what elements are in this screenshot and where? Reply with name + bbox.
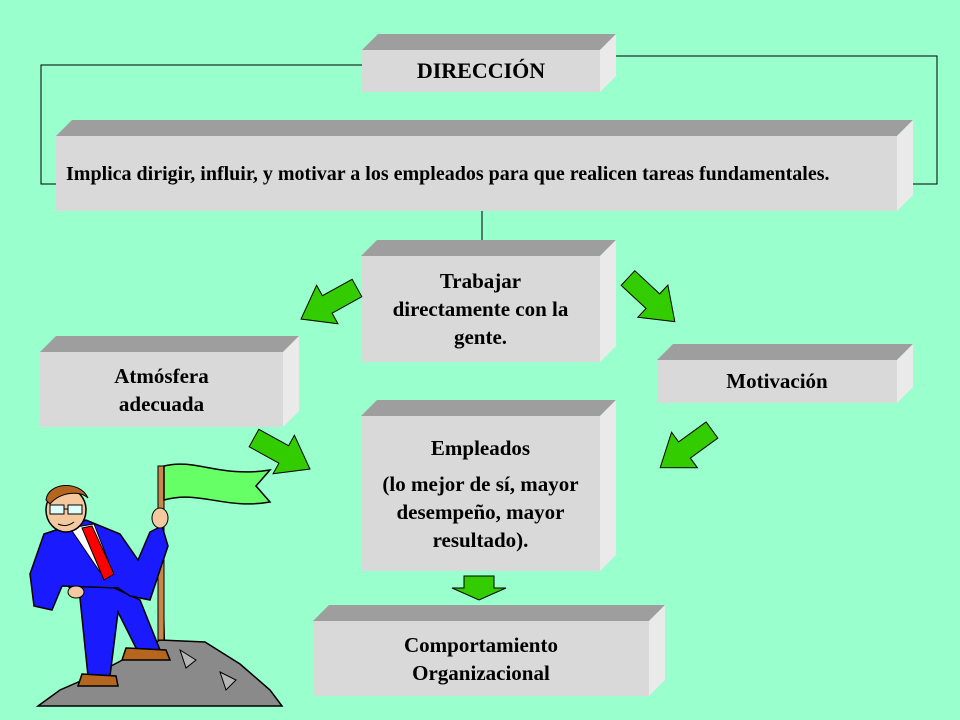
employees-body: (lo mejor de sí, mayor desempeño, mayor … bbox=[382, 471, 579, 552]
center-box-text: Trabajar directamente con la gente. bbox=[392, 269, 569, 349]
left-box-text: Atmósfera adecuada bbox=[114, 363, 209, 416]
green-arrow-icon bbox=[289, 268, 369, 339]
green-arrow-icon bbox=[646, 411, 726, 486]
center-box: Trabajar directamente con la gente. bbox=[361, 240, 616, 362]
left-box: Atmósfera adecuada bbox=[40, 336, 299, 427]
description-text: Implica dirigir, influir, y motivar a lo… bbox=[66, 162, 830, 185]
green-arrow-icon bbox=[612, 261, 691, 339]
green-down-arrow-icon bbox=[451, 575, 507, 601]
right-bracket-line bbox=[616, 55, 938, 185]
description-box: Implica dirigir, influir, y motivar a lo… bbox=[56, 120, 913, 211]
bottom-box: Comportamiento Organizacional bbox=[313, 605, 665, 696]
title-box: DIRECCIÓN bbox=[362, 34, 616, 92]
employees-box: Empleados (lo mejor de sí, mayor desempe… bbox=[361, 400, 616, 571]
businessman-with-flag-icon bbox=[29, 463, 284, 707]
left-bracket-line bbox=[40, 64, 362, 185]
right-box: Motivación bbox=[657, 344, 913, 403]
employees-heading: Empleados bbox=[430, 435, 531, 460]
bottom-box-text: Comportamiento Organizacional bbox=[404, 632, 558, 685]
right-box-text: Motivación bbox=[726, 369, 828, 393]
title-text: DIRECCIÓN bbox=[416, 58, 546, 83]
